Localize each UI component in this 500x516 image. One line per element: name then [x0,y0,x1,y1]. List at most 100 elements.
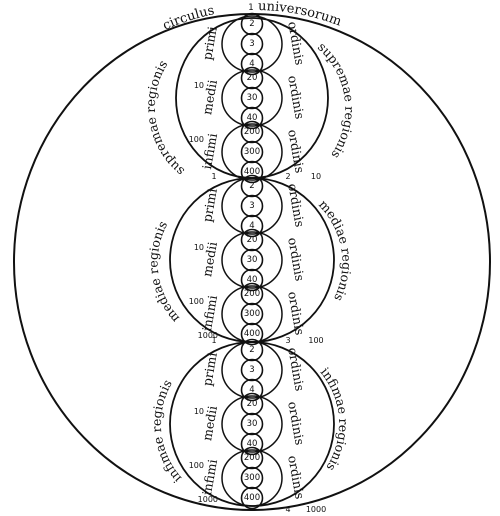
order-word-right: ordinis [285,236,307,282]
number-label: 300 [244,473,260,483]
order-circle [221,15,283,73]
number-label: 2 [249,19,254,29]
order-word-left: medii [199,241,220,278]
number-circle [240,86,264,110]
number-label: 2 [249,345,254,355]
order-word-left: primi [199,25,220,61]
order-word-left: primi [199,351,220,387]
number-circle [240,66,264,90]
order-medii: 20 30 40 medii ordinis 10 [194,392,308,456]
order-marker: 100 [189,297,204,306]
region-bottom-right-marker: 2 [285,172,290,181]
number-label: 30 [247,419,258,429]
order-circle [221,395,283,453]
number-circle [240,174,264,198]
order-word-right: ordinis [285,400,307,446]
region-name-left: infimae regionis [149,377,184,486]
number-label: 2 [249,181,254,191]
number-label: 30 [247,93,258,103]
order-circle [221,449,283,507]
number-circle [240,194,264,218]
number-label: 40 [247,113,258,123]
region-bottom-right-marker-secondary: 1000 [306,505,326,514]
order-marker: 100 [189,461,204,470]
number-label: 300 [244,147,260,157]
order-marker-secondary: 1000 [198,495,218,504]
number-label: 400 [244,493,260,503]
region-bottom-right-marker: 3 [285,336,290,345]
order-word-right: ordinis [285,74,307,120]
number-label: 3 [249,365,254,375]
number-label: 3 [249,39,254,49]
number-circle [240,302,264,326]
order-word-left: medii [199,405,220,442]
number-circle [240,12,264,36]
order-word-left: infimi [199,132,220,170]
number-label: 4 [249,221,254,231]
number-circle [240,486,264,510]
regions-layer: supremae regionis supremae regionis 2 3 4 pri… [143,12,357,514]
order-circle [221,177,283,235]
region-bottom-right-marker: 4 [285,505,290,514]
order-primi: 2 3 4 primi ordinis [199,174,308,238]
region-bottom-right-marker-secondary: 10 [311,172,321,181]
order-circle [221,69,283,127]
number-label: 40 [247,439,258,449]
order-word-right: ordinis [285,182,307,228]
order-circle [221,231,283,289]
region-bottom-left-marker: 1 [211,172,216,181]
number-label: 20 [247,399,258,409]
number-label: 30 [247,255,258,265]
number-label: 400 [244,329,260,339]
order-primi: 2 3 4 primi ordinis [199,338,308,402]
region-bottom-left-marker: 1 [211,336,216,345]
order-word-right: ordinis [285,454,307,500]
region-mediae: mediae regionis mediae regionis 2 3 4 primi or… [146,174,355,346]
number-circle [240,282,264,306]
number-circle [240,160,264,184]
order-word-left: infimi [199,458,220,496]
order-circle [221,123,283,181]
number-label: 20 [247,235,258,245]
order-word-right: ordinis [285,346,307,392]
number-circle [240,120,264,144]
number-circle [240,392,264,416]
number-label: 200 [244,127,260,137]
number-label: 200 [244,289,260,299]
order-marker: 100 [189,135,204,144]
number-circle [240,52,264,76]
order-word-left: primi [199,187,220,223]
number-circle [240,322,264,346]
number-circle [240,214,264,238]
number-circle [240,228,264,252]
order-word-right: ordinis [285,20,307,66]
order-marker: 10 [194,407,204,416]
number-circle [240,338,264,362]
order-word-right: ordinis [285,290,307,336]
number-circle [240,466,264,490]
number-circle [240,432,264,456]
number-circle [240,412,264,436]
order-word-left: medii [199,79,220,116]
region-name-left: supremae regionis [143,57,187,179]
number-label: 400 [244,167,260,177]
number-circle [240,268,264,292]
order-circle [221,341,283,399]
number-label: 20 [247,73,258,83]
region-name-right: supremae regionis [315,39,357,162]
number-circle [240,358,264,382]
region-name-left: mediae regionis [146,218,183,326]
number-label: 3 [249,201,254,211]
number-label: 300 [244,309,260,319]
order-word-left: infimi [199,294,220,332]
region-name-right: mediae regionis [316,197,355,304]
number-label: 4 [249,385,254,395]
region-bottom-right-marker-secondary: 100 [308,336,323,345]
number-circle [240,106,264,130]
